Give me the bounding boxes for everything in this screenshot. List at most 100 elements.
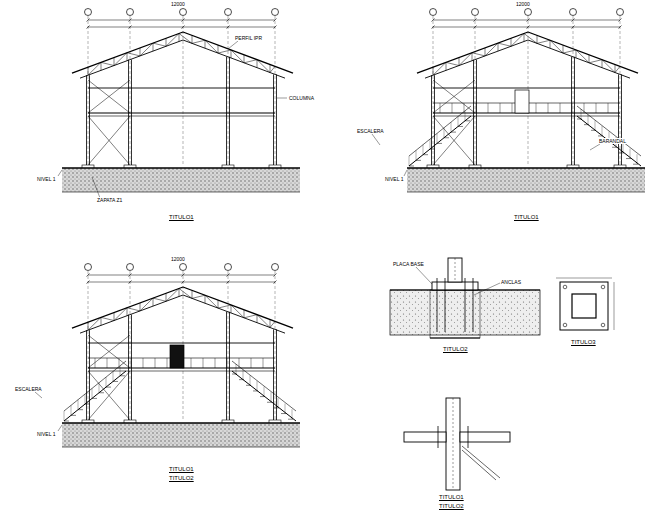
member-line [246,385,251,386]
member-line [437,278,438,332]
member-line [179,288,192,298]
member-line [88,27,275,28]
member-line [127,308,140,311]
callout-label: NIVEL 1 [36,176,56,182]
member-line [127,53,128,61]
member-line [227,26,230,29]
member-line [462,446,500,478]
member-line [274,26,277,29]
member-line [78,409,83,410]
outline-rect [572,294,596,318]
member-line [129,281,132,284]
member-line [243,370,244,380]
member-line [275,271,276,420]
member-line [250,375,251,385]
member-line [446,62,447,70]
member-line [88,371,130,420]
member-line [257,381,258,391]
member-line [232,371,296,421]
member-line [192,295,205,298]
member-line [433,67,434,75]
callout-label: PERFIL IPR [234,35,263,41]
member-line [451,132,456,133]
soil-band [407,168,645,192]
member-line [511,38,512,46]
member-line [372,134,380,145]
member-line [277,98,287,99]
member-line [192,290,193,298]
member-line [281,413,286,414]
member-line [205,40,206,48]
member-line [86,330,87,420]
member-line [130,271,131,420]
soil-band [62,168,300,192]
member-line [218,305,231,308]
member-line [71,405,72,415]
member-line [101,62,114,65]
grid-bubble [617,9,624,16]
view-title: TITULO1 [168,466,195,473]
member-line [472,53,485,56]
member-line [278,398,279,408]
member-line [88,371,130,420]
grid-bubble [180,264,187,271]
member-line [437,143,442,144]
member-line [140,303,141,311]
member-line [88,116,130,165]
member-line [88,116,275,117]
member-line [409,166,414,167]
member-line [87,19,90,22]
member-line [88,271,89,420]
member-line [548,103,549,113]
member-line [87,274,90,277]
member-line [244,315,257,318]
member-line [465,120,470,121]
member-line [153,43,154,51]
member-line [226,312,227,420]
member-line [433,116,620,117]
member-line [231,305,232,313]
member-line [528,32,638,73]
member-line [215,358,216,368]
grid-bubble [430,9,437,16]
member-line [285,404,286,414]
callout-label: ESCALERA [14,386,43,392]
member-line [417,32,528,73]
member-line [99,392,104,393]
member-line [88,67,89,75]
member-line [166,33,179,46]
member-line [183,32,293,73]
member-line [524,33,525,41]
member-line [528,40,630,78]
member-line [572,103,573,113]
grid-bubble [85,9,92,16]
member-line [608,103,609,113]
member-line [64,361,126,411]
member-line [577,119,582,120]
member-line [453,398,454,490]
member-line [476,60,477,165]
member-line [536,103,537,113]
member-line [101,317,102,325]
member-line [236,364,237,374]
member-line [584,124,589,125]
member-line [58,170,62,176]
member-line [182,281,185,284]
member-line [228,41,238,49]
member-line [537,35,538,43]
member-line [72,287,183,328]
member-line [451,122,452,132]
member-line [292,409,293,419]
callout-label: NIVEL 1 [384,176,404,182]
member-line [433,27,620,28]
member-line [62,422,300,423]
outline-rect [404,432,446,442]
member-line [263,358,264,368]
member-line [500,103,501,113]
member-line [99,383,100,393]
member-line [179,288,180,296]
member-line [106,387,111,388]
member-line [433,62,446,75]
member-line [274,274,277,277]
member-line [229,312,230,420]
